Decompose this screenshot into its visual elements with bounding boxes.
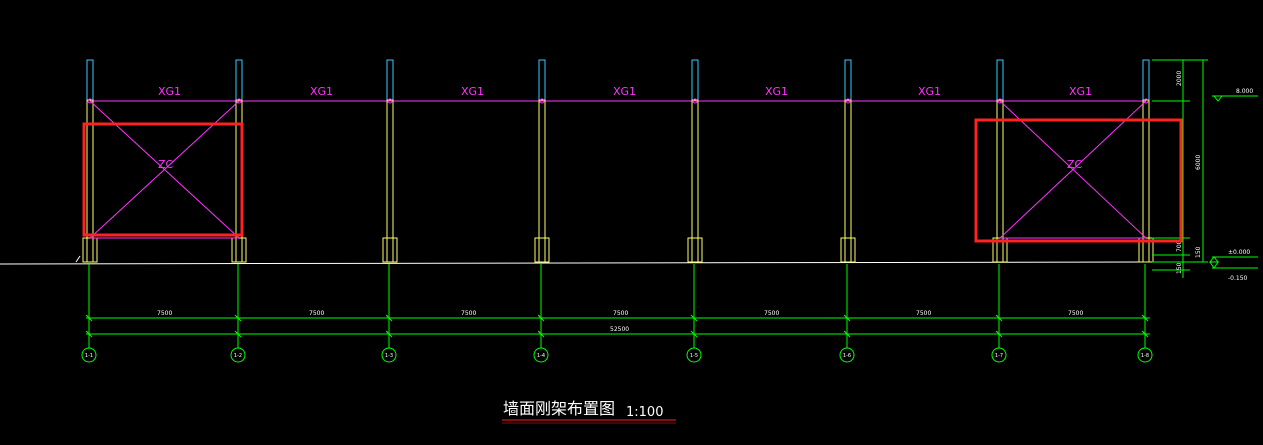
axis-marker: 1-8 — [1137, 264, 1153, 363]
beam-label: XG1 — [1069, 85, 1092, 98]
axis-label: 1-2 — [234, 353, 242, 359]
beam-label: XG1 — [310, 85, 333, 98]
elevation-label: ±0.000 — [1228, 249, 1250, 256]
highlight-box-left — [82, 122, 244, 237]
bay-dimension: 7500 — [309, 310, 324, 317]
elevation-label: 8.000 — [1236, 88, 1253, 95]
bracing-bay-1: ZC — [89, 100, 240, 239]
axis-marker: 1-5 — [686, 264, 702, 363]
drawing-title: 墙面刚架布置图 — [503, 399, 615, 418]
axis-marker: 1-2 — [230, 264, 246, 363]
axis-marker: 1-7 — [991, 264, 1007, 363]
ground-line — [0, 261, 1161, 265]
axis-marker: 1-3 — [381, 264, 397, 363]
vertical-dimension-chain: 2000 6000 700 150 150 — [1152, 59, 1208, 278]
column — [534, 59, 550, 263]
bay-dimension: 7500 — [764, 310, 779, 317]
column — [687, 59, 703, 263]
axis-grid: 1-1 1-2 1-3 1-4 1-5 1-6 1-7 1-8 — [81, 264, 1153, 363]
total-dimension: 52500 — [610, 326, 629, 333]
bay-dimension: 7500 — [461, 310, 476, 317]
axis-label: 1-8 — [1141, 353, 1149, 359]
axis-label: 1-4 — [537, 353, 545, 359]
ground-step — [75, 255, 81, 263]
axis-label: 1-1 — [85, 353, 93, 359]
axis-label: 1-3 — [385, 353, 393, 359]
vertical-dimension: 150 — [1195, 246, 1202, 258]
beam-label: XG1 — [461, 85, 484, 98]
beam-label: XG1 — [158, 85, 181, 98]
elevation-label: -0.150 — [1228, 275, 1248, 282]
axis-label: 1-5 — [690, 353, 698, 359]
vertical-dimension: 6000 — [1195, 155, 1202, 170]
bracing-bay-7: ZC — [999, 100, 1147, 239]
bay-dimension: 7500 — [1068, 310, 1083, 317]
bay-dimension: 7500 — [916, 310, 931, 317]
elevation-marker-bottom: -0.150 — [1209, 261, 1258, 282]
elevation-marker-ground: ±0.000 — [1208, 249, 1258, 263]
column — [1138, 59, 1154, 263]
vertical-dimension: 150 — [1176, 262, 1183, 274]
bracing-label-7: ZC — [1067, 158, 1083, 171]
axis-label: 1-6 — [843, 353, 851, 359]
beam-labels: XG1 XG1 XG1 XG1 XG1 XG1 XG1 — [158, 85, 1092, 98]
column — [382, 59, 398, 263]
beam-label: XG1 — [613, 85, 636, 98]
drawing-scale: 1:100 — [626, 405, 663, 420]
axis-marker: 1-4 — [533, 264, 549, 363]
column — [840, 59, 856, 263]
axis-label: 1-7 — [995, 353, 1003, 359]
column — [231, 59, 247, 263]
beam-label: XG1 — [765, 85, 788, 98]
bay-dimension: 7500 — [613, 310, 628, 317]
beam-label: XG1 — [918, 85, 941, 98]
vertical-dimension: 700 — [1176, 240, 1183, 252]
axis-marker: 1-6 — [839, 264, 855, 363]
highlight-box-right — [974, 118, 1183, 243]
column — [992, 59, 1008, 263]
bay-dimensions: 7500 7500 7500 7500 7500 7500 7500 — [157, 310, 1083, 317]
axis-marker: 1-1 — [81, 264, 97, 363]
vertical-dimension: 2000 — [1176, 71, 1183, 86]
bracing-label-1: ZC — [158, 158, 174, 171]
elevation-marker-top: 8.000 — [1212, 88, 1258, 102]
bay-dimension: 7500 — [157, 310, 172, 317]
